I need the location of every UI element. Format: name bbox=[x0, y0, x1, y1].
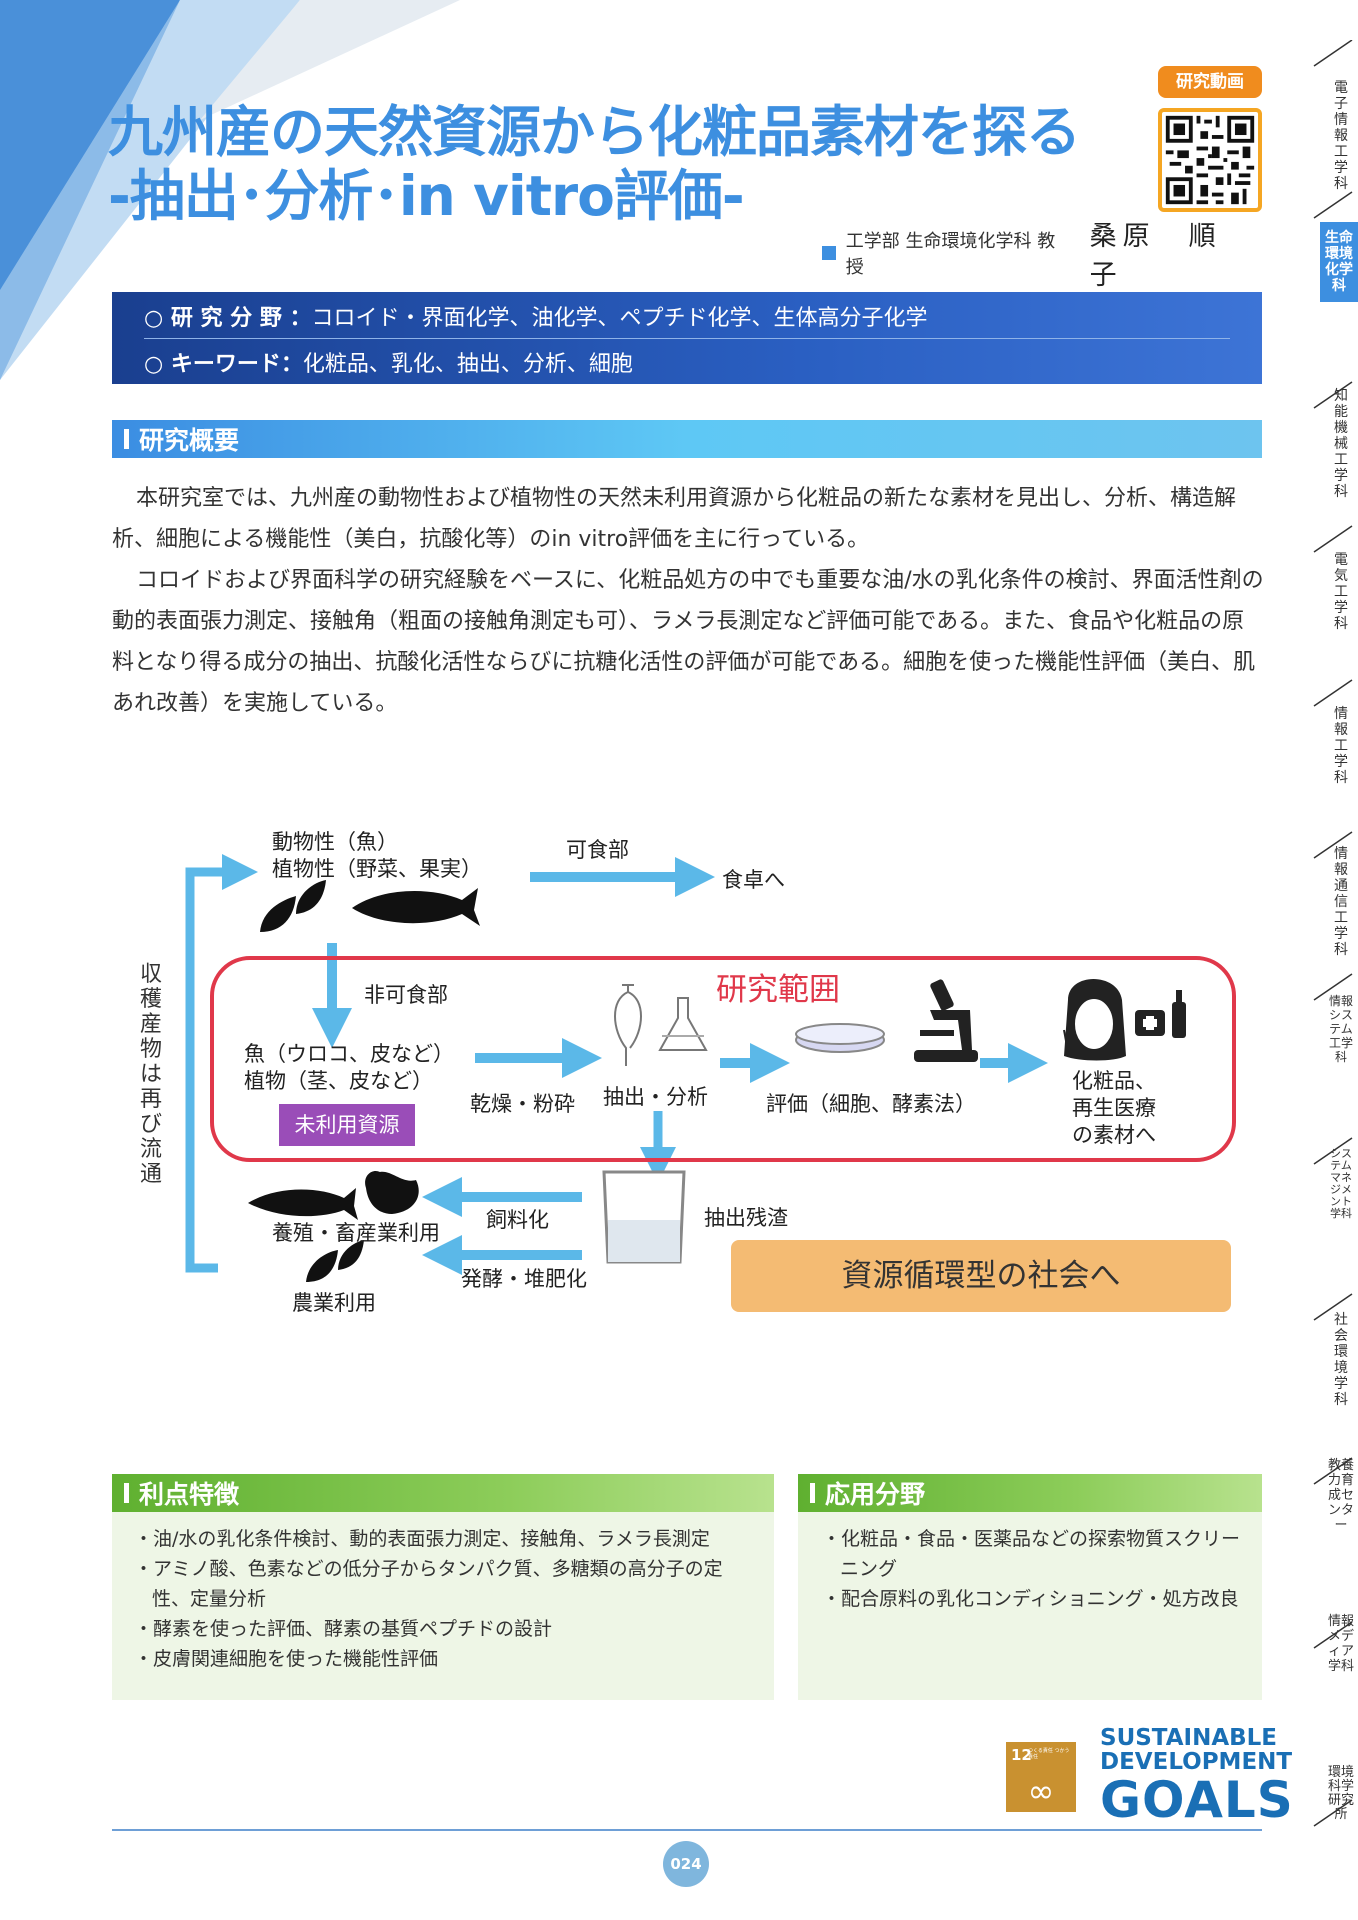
side-tab-life-environment[interactable]: 生命環境化学科 bbox=[1320, 222, 1358, 302]
list-item: ・配合原料の乳化コンディショニング・処方改良 bbox=[822, 1588, 1239, 1610]
source-plant-label: 植物性（野菜、果実） bbox=[272, 857, 482, 881]
keyword-value: 化粧品、乳化、抽出、分析、細胞 bbox=[302, 352, 633, 377]
feed-label: 飼料化 bbox=[486, 1208, 549, 1232]
side-tab-electronic-info[interactable]: 電子情報工学科 bbox=[1334, 80, 1348, 192]
goal-label-1: 化粧品、 bbox=[1072, 1069, 1156, 1093]
sdg-line-2: DEVELOPMENT bbox=[1100, 1749, 1293, 1775]
research-scope-title: 研究範囲 bbox=[716, 972, 840, 1008]
title-line-2: -抽出･分析･in vitro評価- bbox=[108, 164, 745, 228]
research-field-value: コロイド・界面化学、油化学、ペプチド化学、生体高分子化学 bbox=[311, 306, 928, 331]
advantages-box: ・油/水の乳化条件検討、動的表面張力測定、接触角、ラメラ長測定 ・アミノ酸、色素… bbox=[112, 1512, 774, 1700]
extract-label: 抽出・分析 bbox=[603, 1085, 708, 1109]
author-name: 桑原 順子 bbox=[1089, 221, 1222, 291]
field-divider bbox=[144, 338, 1230, 339]
applications-list: ・化粧品・食品・医薬品などの探索物質スクリーニング ・配合原料の乳化コンディショ… bbox=[822, 1524, 1242, 1614]
side-tab-social-environment[interactable]: 社会環境学科 bbox=[1334, 1312, 1348, 1408]
flask-icon bbox=[614, 984, 708, 1066]
list-item: ・化粧品・食品・医薬品などの探索物質スクリーニング bbox=[822, 1528, 1241, 1580]
petri-dish-icon bbox=[795, 1023, 885, 1053]
side-tab-liberal-arts-center[interactable]: 教養力育成センター bbox=[1328, 1458, 1355, 1533]
research-field-row: ○ 研 究 分 野 ： コロイド・界面化学、油化学、ペプチド化学、生体高分子化学 bbox=[144, 300, 928, 332]
source-animal-label: 動物性（魚） bbox=[272, 830, 398, 854]
infinity-icon: ∞ bbox=[1027, 1772, 1055, 1810]
bottom-leaf-icon bbox=[306, 1240, 364, 1282]
livestock-label: 養殖・畜産業利用 bbox=[272, 1221, 440, 1245]
goal-label-2: 再生医療 bbox=[1072, 1096, 1156, 1120]
research-scope-frame bbox=[210, 956, 1236, 1162]
advantages-heading: 利点特徴 bbox=[139, 1480, 240, 1509]
list-item: ・酵素を使った評価、酵素の基質ペプチドの設計 bbox=[134, 1618, 553, 1640]
sdg-goal-text: つくる責任 つかう責任 bbox=[1028, 1748, 1070, 1760]
ferment-label: 発酵・堆肥化 bbox=[461, 1267, 587, 1291]
overview-text: 本研究室では、九州産の動物性および植物性の天然未利用資源から化粧品の新たな素材を… bbox=[112, 478, 1264, 724]
sdg-line-3: GOALS bbox=[1100, 1771, 1294, 1829]
page-title: 九州産の天然資源から化粧品素材を探る -抽出･分析･in vitro評価- bbox=[108, 100, 1148, 228]
sdg-12-icon: 12 つくる責任 つかう責任 ∞ bbox=[1006, 1742, 1076, 1812]
inedible-label: 非可食部 bbox=[364, 983, 448, 1007]
recirculation-arrow bbox=[185, 854, 258, 1273]
research-field-label: ○ 研 究 分 野 ： bbox=[144, 306, 312, 331]
evaluate-label: 評価（細胞、酵素法） bbox=[766, 1092, 976, 1116]
woman-icon bbox=[1063, 979, 1126, 1061]
applications-heading: 応用分野 bbox=[825, 1480, 926, 1509]
sdg-line-1: SUSTAINABLE bbox=[1100, 1725, 1278, 1751]
leaf-icon bbox=[260, 880, 326, 932]
research-video-badge[interactable]: 研究動画 bbox=[1158, 66, 1262, 98]
advantages-heading-bar: 利点特徴 bbox=[112, 1474, 774, 1512]
sdg-logo: SUSTAINABLE DEVELOPMENT GOALS bbox=[1100, 1725, 1294, 1829]
advantages-list: ・油/水の乳化条件検討、動的表面張力測定、接触角、ラメラ長測定 ・アミノ酸、色素… bbox=[134, 1524, 754, 1674]
keyword-row: ○ キーワード： 化粧品、乳化、抽出、分析、細胞 bbox=[144, 346, 633, 378]
livestock-icon bbox=[248, 1170, 419, 1220]
qr-code-icon bbox=[1165, 115, 1255, 205]
list-item: ・皮膚関連細胞を使った機能性評価 bbox=[134, 1648, 439, 1670]
title-line-1: 九州産の天然資源から化粧品素材を探る bbox=[108, 100, 1081, 164]
heading-tick-icon bbox=[810, 1483, 815, 1503]
side-tab-information[interactable]: 情報工学科 bbox=[1334, 706, 1348, 786]
heading-tick-icon bbox=[124, 1483, 129, 1503]
author-square-icon bbox=[822, 246, 836, 260]
side-tab-intelligent-machine[interactable]: 知能機械工学科 bbox=[1334, 388, 1348, 500]
circular-society-box: 資源循環型の社会へ bbox=[731, 1240, 1231, 1312]
side-tab-info-system[interactable]: 情報システム工学科 bbox=[1328, 994, 1353, 1064]
author-line: 工学部 生命環境化学科 教授 桑原 順子 bbox=[822, 221, 1252, 291]
fish-icon bbox=[352, 888, 480, 926]
research-field-box: ○ 研 究 分 野 ： コロイド・界面化学、油化学、ペプチド化学、生体高分子化学… bbox=[112, 292, 1262, 384]
heading-tick-icon bbox=[124, 429, 129, 449]
agriculture-label: 農業利用 bbox=[292, 1291, 376, 1315]
sdg-number: 12 bbox=[1011, 1746, 1032, 1764]
waste-fish-label: 魚（ウロコ、皮など） bbox=[244, 1042, 454, 1066]
list-item: ・アミノ酸、色素などの低分子からタンパク質、多糖類の高分子の定性、定量分析 bbox=[134, 1558, 723, 1610]
applications-heading-bar: 応用分野 bbox=[798, 1474, 1262, 1512]
applications-box: ・化粧品・食品・医薬品などの探索物質スクリーニング ・配合原料の乳化コンディショ… bbox=[798, 1512, 1262, 1700]
residue-label: 抽出残渣 bbox=[704, 1206, 788, 1230]
keyword-label: ○ キーワード： bbox=[144, 352, 303, 377]
footer-line bbox=[112, 1829, 1262, 1831]
corner-decoration bbox=[0, 0, 460, 380]
author-department: 工学部 生命環境化学科 教授 bbox=[845, 231, 1056, 278]
side-tab-info-communication[interactable]: 情報通信工学科 bbox=[1334, 846, 1348, 958]
side-tab-system-management[interactable]: システムマネジメント学科 bbox=[1330, 1147, 1352, 1220]
overview-paragraph-1: 本研究室では、九州産の動物性および植物性の天然未利用資源から化粧品の新たな素材を… bbox=[112, 486, 1237, 552]
overview-heading-bar: 研究概要 bbox=[112, 420, 1262, 458]
overview-heading: 研究概要 bbox=[139, 426, 240, 455]
table-label: 食卓へ bbox=[722, 868, 785, 892]
side-tab-dividers bbox=[1313, 40, 1353, 1827]
microscope-icon bbox=[914, 979, 978, 1062]
qr-code[interactable] bbox=[1158, 108, 1262, 212]
side-tab-electrical[interactable]: 電気工学科 bbox=[1334, 552, 1348, 632]
goal-label-3: の素材へ bbox=[1072, 1123, 1156, 1147]
overview-paragraph-2: コロイドおよび界面科学の研究経験をベースに、化粧品処方の中でも重要な油/水の乳化… bbox=[112, 568, 1264, 716]
list-item: ・油/水の乳化条件検討、動的表面張力測定、接触角、ラメラ長測定 bbox=[134, 1528, 710, 1550]
side-tab-environmental-research[interactable]: 環境科学研究所 bbox=[1328, 1765, 1355, 1822]
recirculation-label: 収穫産物は再び流通 bbox=[139, 962, 162, 1187]
edible-label: 可食部 bbox=[566, 838, 629, 862]
beaker-icon bbox=[602, 1170, 686, 1264]
waste-plant-label: 植物（茎、皮など） bbox=[244, 1069, 433, 1093]
side-tab-info-media[interactable]: 情報メディア学科 bbox=[1328, 1614, 1355, 1674]
unused-resource-badge: 未利用資源 bbox=[279, 1104, 415, 1146]
cosmetics-icon bbox=[1135, 990, 1186, 1038]
page-number: 024 bbox=[663, 1841, 709, 1887]
dry-label: 乾燥・粉砕 bbox=[470, 1092, 575, 1116]
